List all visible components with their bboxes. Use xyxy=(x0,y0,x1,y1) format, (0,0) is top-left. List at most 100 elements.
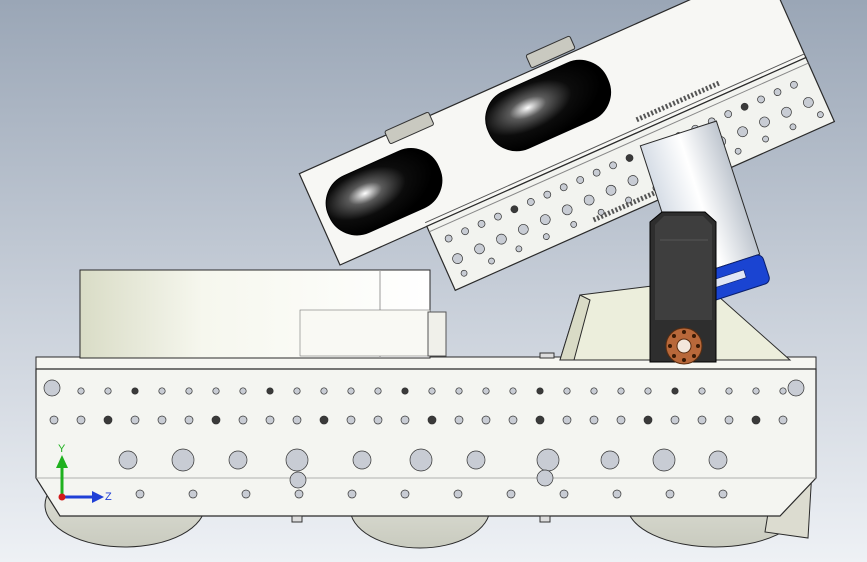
mounting-hole xyxy=(409,448,433,472)
z-axis-label: Z xyxy=(105,491,112,503)
mounting-hole xyxy=(609,161,617,170)
mounting-hole xyxy=(496,233,507,245)
mounting-hole xyxy=(590,387,598,395)
mounting-hole xyxy=(697,415,707,425)
mounting-hole xyxy=(239,387,247,395)
mounting-hole xyxy=(589,415,599,425)
mounting-hole xyxy=(455,387,463,395)
mounting-hole xyxy=(319,415,329,425)
mounting-hole xyxy=(347,387,355,395)
mounting-hole xyxy=(266,387,274,395)
mounting-hole xyxy=(817,111,824,118)
mounting-hole xyxy=(789,123,797,131)
mounting-hole xyxy=(787,379,805,397)
mounting-hole xyxy=(605,184,617,196)
mounting-hole xyxy=(625,154,634,162)
mounting-hole xyxy=(778,415,788,425)
mounting-hole xyxy=(536,469,554,487)
mounting-hole xyxy=(157,415,167,425)
mounting-hole xyxy=(43,379,61,397)
mounting-hole xyxy=(481,415,491,425)
mounting-hole xyxy=(724,415,734,425)
mounting-hole xyxy=(509,387,517,395)
mounting-hole xyxy=(559,489,569,499)
mounting-hole xyxy=(320,387,328,395)
roller-rear xyxy=(485,59,612,152)
mounting-hole xyxy=(592,168,601,177)
mounting-hole xyxy=(508,415,518,425)
mounting-hole xyxy=(652,448,676,472)
mounting-hole xyxy=(477,220,486,228)
mounting-hole xyxy=(292,415,302,425)
mounting-hole xyxy=(401,387,409,395)
mounting-hole xyxy=(474,243,485,255)
mounting-hole xyxy=(212,387,220,395)
mounting-hole xyxy=(488,257,495,265)
mounting-hole xyxy=(285,448,309,472)
mounting-hole xyxy=(347,489,357,499)
mounting-hole xyxy=(104,387,112,395)
mounting-hole xyxy=(752,387,760,395)
mounting-hole xyxy=(781,106,792,118)
mounting-hole xyxy=(346,415,356,425)
mounting-hole xyxy=(570,221,578,228)
mounting-hole xyxy=(724,110,733,118)
mounting-hole xyxy=(542,233,550,240)
mounting-hole xyxy=(185,387,193,395)
mounting-hole xyxy=(506,489,516,499)
shooter-lower-plate xyxy=(425,56,836,292)
y-axis-label: Y xyxy=(58,443,66,455)
mounting-hole xyxy=(103,415,113,425)
mounting-hole xyxy=(526,198,535,206)
mounting-hole xyxy=(536,387,544,395)
mounting-hole xyxy=(617,387,625,395)
mounting-hole xyxy=(228,450,248,470)
mounting-hole xyxy=(515,245,523,253)
mounting-hole xyxy=(583,194,595,206)
mounting-hole xyxy=(77,387,85,395)
mounting-hole xyxy=(779,387,787,395)
coordinate-triad: Y Z xyxy=(56,443,112,503)
mounting-hole xyxy=(211,415,221,425)
mounting-hole xyxy=(466,450,486,470)
mounting-hole xyxy=(171,448,195,472)
mounting-hole xyxy=(454,415,464,425)
shooter-assembly xyxy=(298,0,836,292)
mounting-hole xyxy=(644,387,652,395)
mounting-hole xyxy=(517,223,529,235)
mounting-hole xyxy=(427,415,437,425)
mounting-hole xyxy=(670,415,680,425)
mounting-hole xyxy=(627,175,639,186)
mounting-hole xyxy=(535,415,545,425)
mounting-hole xyxy=(543,190,552,199)
mounting-hole xyxy=(461,227,469,236)
mounting-hole xyxy=(751,415,761,425)
chassis-holes xyxy=(43,379,805,499)
mounting-hole xyxy=(289,471,307,489)
mounting-hole xyxy=(460,269,468,277)
mounting-hole xyxy=(49,415,59,425)
mounting-hole xyxy=(482,387,490,395)
mounting-hole xyxy=(708,450,728,470)
mounting-hole xyxy=(539,214,551,225)
z-axis-arrow xyxy=(92,491,104,503)
mounting-hole xyxy=(665,489,675,499)
mounting-hole xyxy=(444,234,453,243)
mounting-hole xyxy=(790,80,798,89)
mounting-hole xyxy=(158,387,166,395)
mounting-hole xyxy=(400,489,410,499)
y-axis-arrow xyxy=(56,455,68,468)
battery-box xyxy=(79,269,447,359)
mounting-hole xyxy=(131,387,139,395)
mounting-hole xyxy=(600,450,620,470)
mounting-hole xyxy=(576,176,585,184)
mounting-hole xyxy=(238,415,248,425)
mounting-hole xyxy=(698,387,706,395)
mounting-hole xyxy=(135,489,145,499)
mounting-hole xyxy=(561,204,573,216)
mounting-hole xyxy=(562,415,572,425)
mounting-hole xyxy=(803,97,814,108)
mounting-hole xyxy=(559,183,568,192)
